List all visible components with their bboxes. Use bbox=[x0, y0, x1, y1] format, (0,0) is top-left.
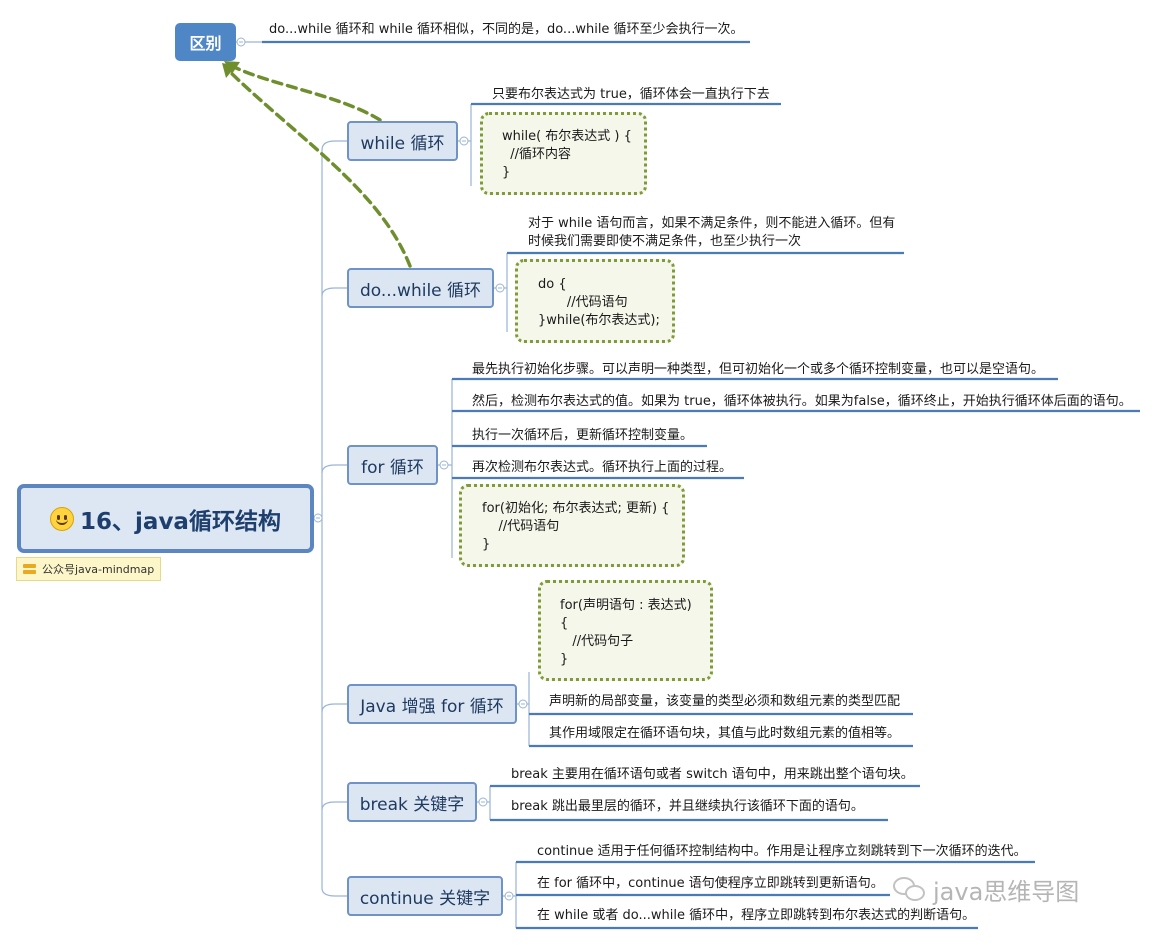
for-item-1: 最先执行初始化步骤。可以声明一种类型，但可初始化一个或多个循环控制变量，也可以是… bbox=[472, 362, 1045, 377]
enhanced-for-code-line-1: for(声明语句 : 表达式) bbox=[560, 598, 692, 613]
enhanced-for-code-line-3: //代码句子 bbox=[560, 634, 634, 649]
for-item-2: 然后，检测布尔表达式的值。如果为 true，循环体被执行。如果为false，循环… bbox=[472, 394, 1132, 409]
watermark-text: java思维导图 bbox=[933, 878, 1080, 906]
while-loop-label: while 循环 bbox=[360, 133, 445, 154]
enhanced-for-code-line-2: { bbox=[560, 616, 569, 631]
for-code-box bbox=[459, 484, 685, 567]
enhanced-for-code-line-4: } bbox=[560, 652, 569, 667]
while-desc: 只要布尔表达式为 true，循环体会一直执行下去 bbox=[492, 87, 770, 102]
continue-item-2: 在 for 循环中，continue 语句使程序立即跳转到更新语句。 bbox=[537, 876, 884, 891]
for-code-line-2: //代码语句 bbox=[482, 519, 560, 534]
account-tag-label: 公众号java-mindmap bbox=[42, 563, 155, 576]
difference-text: do...while 循环和 while 循环相似，不同的是，do...whil… bbox=[269, 22, 744, 37]
continue-keyword-label: continue 关键字 bbox=[359, 888, 491, 909]
for-item-3: 执行一次循环后，更新循环控制变量。 bbox=[472, 428, 694, 443]
do-while-code-line-2: //代码语句 bbox=[538, 295, 628, 310]
do-while-code-line-1: do { bbox=[538, 277, 567, 292]
do-while-code-box bbox=[515, 259, 675, 343]
do-while-loop-node[interactable]: do...while 循环 bbox=[347, 268, 494, 308]
for-code-line-1: for(初始化; 布尔表达式; 更新) { bbox=[482, 501, 670, 516]
for-loop-node[interactable]: for 循环 bbox=[347, 445, 438, 485]
do-while-desc-line-1: 对于 while 语句而言，如果不满足条件，则不能进入循环。但有 bbox=[528, 216, 896, 231]
break-keyword-label: break 关键字 bbox=[359, 794, 465, 815]
watermark: java思维导图 bbox=[893, 872, 1079, 907]
do-while-desc-line-2: 时候我们需要即使不满足条件，也至少执行一次 bbox=[528, 234, 802, 249]
difference-label: 区别 bbox=[189, 34, 222, 53]
root-topic[interactable]: 16、java循环结构 bbox=[17, 484, 314, 553]
root-title: 16、java循环结构 bbox=[80, 508, 281, 535]
for-code-line-3: } bbox=[482, 537, 491, 552]
break-item-1: break 主要用在循环语句或者 switch 语句中，用来跳出整个语句块。 bbox=[511, 767, 914, 782]
for-item-4: 再次检测布尔表达式。循环执行上面的过程。 bbox=[472, 460, 733, 475]
difference-node[interactable]: 区别 bbox=[175, 23, 236, 61]
enhanced-for-item-2: 其作用域限定在循环语句块，其值与此时数组元素的值相等。 bbox=[549, 726, 901, 741]
while-code-line-2: //循环内容 bbox=[502, 147, 572, 162]
for-loop-label: for 循环 bbox=[361, 457, 424, 478]
note-icon bbox=[23, 564, 36, 574]
do-while-code-line-3: }while(布尔表达式); bbox=[538, 313, 660, 328]
while-code-box bbox=[480, 112, 647, 195]
break-keyword-node[interactable]: break 关键字 bbox=[347, 782, 477, 822]
enhanced-for-item-1: 声明新的局部变量，该变量的类型必须和数组元素的类型匹配 bbox=[549, 694, 901, 709]
enhanced-for-loop-label: Java 增强 for 循环 bbox=[360, 696, 504, 717]
do-while-loop-label: do...while 循环 bbox=[359, 280, 482, 301]
enhanced-for-loop-node[interactable]: Java 增强 for 循环 bbox=[347, 684, 517, 724]
continue-keyword-node[interactable]: continue 关键字 bbox=[347, 876, 503, 916]
enhanced-for-code-box bbox=[538, 580, 713, 681]
while-loop-node[interactable]: while 循环 bbox=[347, 121, 458, 161]
smiley-icon bbox=[50, 506, 75, 531]
wechat-icon bbox=[893, 875, 927, 905]
continue-item-1: continue 适用于任何循环控制结构中。作用是让程序立刻跳转到下一次循环的迭… bbox=[537, 844, 1027, 859]
account-tag: 公众号java-mindmap bbox=[16, 557, 161, 581]
while-code-line-1: while( 布尔表达式 ) { bbox=[502, 129, 632, 144]
continue-item-3: 在 while 或者 do...while 循环中，程序立即跳转到布尔表达式的判… bbox=[537, 908, 976, 923]
break-item-2: break 跳出最里层的循环，并且继续执行该循环下面的语句。 bbox=[511, 799, 864, 814]
while-code-line-3: } bbox=[502, 165, 511, 180]
